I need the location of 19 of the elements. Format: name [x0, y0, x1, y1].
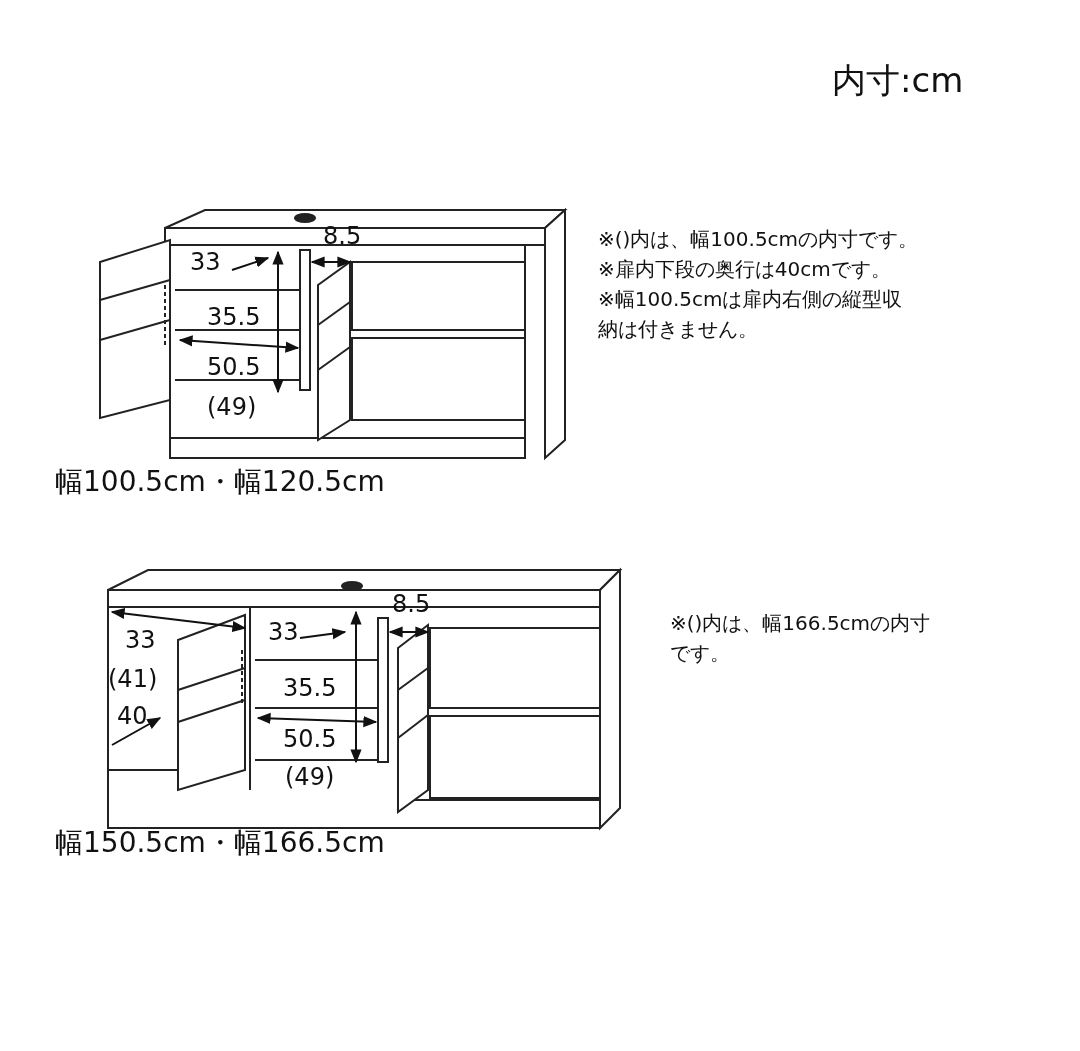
dimension-value: 8.5	[323, 222, 362, 251]
note-text: ※幅100.5cmは扉内右側の縦型収納は付きません。	[598, 286, 903, 343]
caption: 幅150.5cm・幅166.5cm	[55, 826, 385, 860]
note-text: ※扉内下段の奥行は40cmです。	[598, 256, 892, 283]
dimension-value: 33	[125, 626, 156, 655]
dimension-value: 35.5	[207, 303, 261, 332]
dimension-value: 33	[268, 618, 299, 647]
dimension-value: 35.5	[283, 674, 337, 703]
dimension-value: 50.5	[283, 725, 337, 754]
dimension-value: (49)	[207, 393, 257, 422]
dimension-value: 40	[117, 702, 148, 731]
unit-heading: 内寸:cm	[832, 60, 964, 101]
note-text: ※()内は、幅166.5cmの内寸です。	[670, 610, 932, 667]
caption: 幅100.5cm・幅120.5cm	[55, 465, 385, 499]
dimension-value: 33	[190, 248, 221, 277]
note-text: ※()内は、幅100.5cmの内寸です。	[598, 226, 920, 253]
dimension-value: (41)	[108, 665, 158, 694]
dimension-value: (49)	[285, 763, 335, 792]
dimension-value: 50.5	[207, 353, 261, 382]
